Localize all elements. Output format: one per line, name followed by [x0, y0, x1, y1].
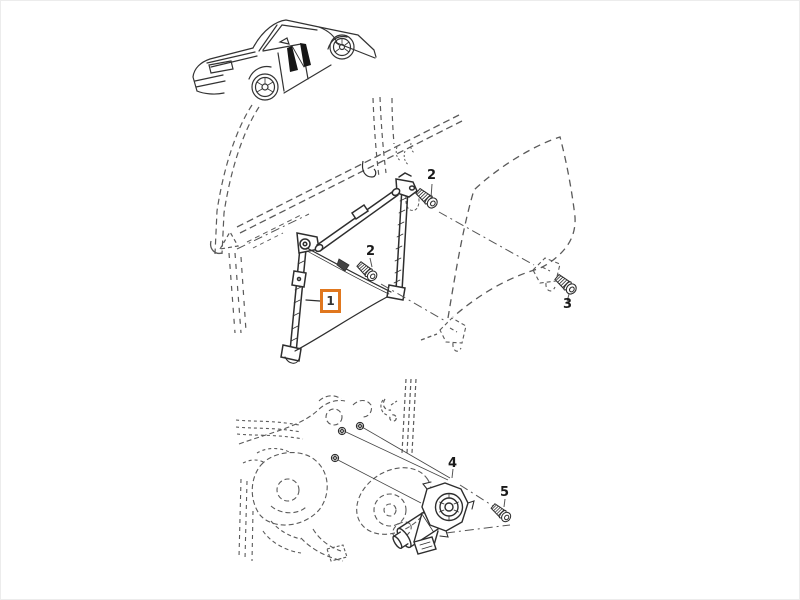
callout-1-box[interactable]: 1	[320, 289, 341, 313]
bolt-2-upper	[413, 186, 440, 211]
callout-2-upper[interactable]: 2	[427, 168, 437, 183]
panel-screws	[330, 421, 451, 504]
bolt-5	[489, 501, 514, 525]
car-locator-thumbnail	[192, 19, 377, 101]
window-regulator-assembly	[280, 172, 418, 364]
callout-1-highlighted[interactable]: 1	[320, 289, 341, 313]
leader-lines	[236, 183, 570, 534]
regulator-location-mark	[287, 43, 311, 72]
door-module-panel	[235, 395, 432, 562]
front-wheel-icon	[251, 73, 279, 101]
callout-3[interactable]: 3	[563, 297, 573, 312]
callout-4[interactable]: 4	[448, 456, 458, 471]
glass-bracket-left	[439, 317, 467, 352]
callout-2-middle[interactable]: 2	[366, 244, 376, 259]
door-glass-outline	[420, 136, 576, 352]
rear-wheel-icon	[329, 34, 355, 60]
door-frame-outline	[209, 96, 463, 334]
callout-5[interactable]: 5	[500, 485, 510, 500]
glass-bracket-right	[532, 257, 561, 292]
window-motor	[392, 481, 475, 555]
pillar-connector-dashes	[382, 378, 417, 454]
